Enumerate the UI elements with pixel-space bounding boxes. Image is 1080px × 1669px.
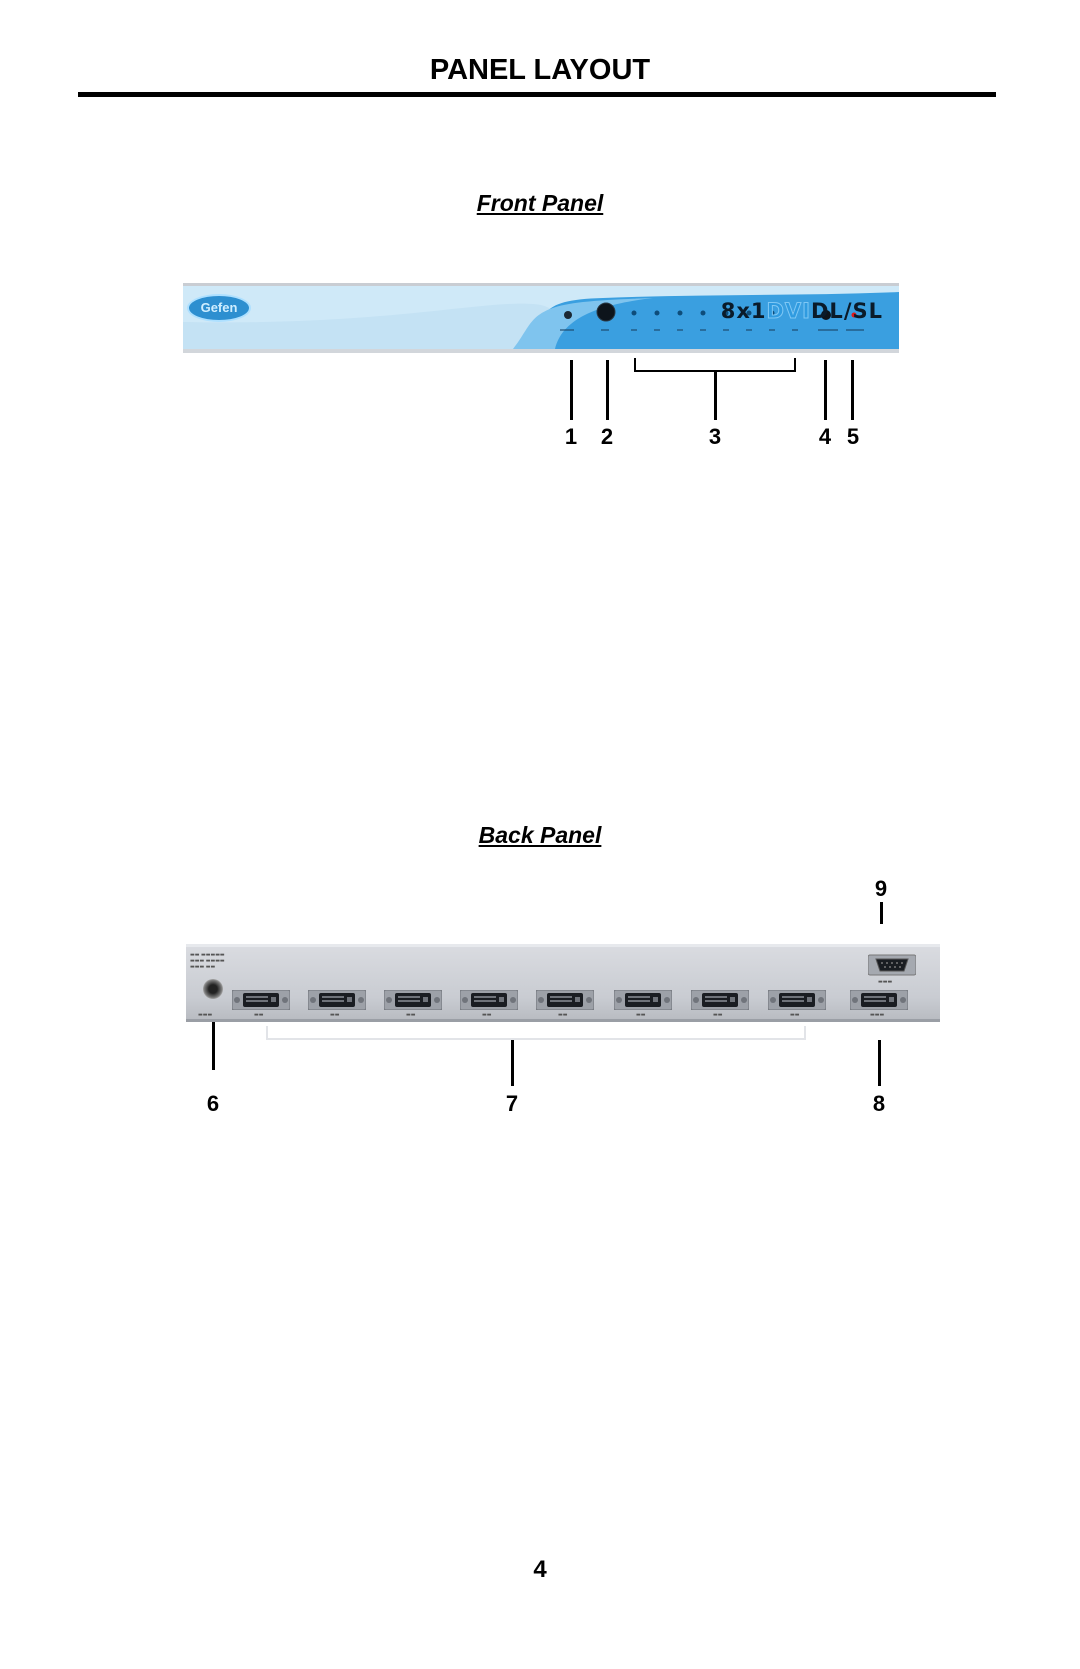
callout-number: 7 bbox=[505, 1091, 519, 1116]
port-label: ▬▬▬ bbox=[198, 1012, 213, 1018]
port-label: ▬▬ bbox=[406, 1012, 416, 1018]
model-suffix: DL/SL bbox=[811, 299, 883, 323]
port-label: ▬▬ bbox=[713, 1012, 723, 1018]
callout-line-3 bbox=[714, 370, 717, 420]
callout-line-1 bbox=[570, 360, 573, 420]
rs232-label: ▬▬▬ bbox=[878, 979, 893, 985]
callout-line-5 bbox=[851, 360, 854, 420]
power-jack-icon bbox=[203, 979, 223, 999]
dvi-connector-icon bbox=[384, 990, 442, 1010]
callout-line-6 bbox=[212, 1022, 215, 1070]
callout-number: 4 bbox=[818, 424, 832, 449]
back-panel-image: ▬▬ ▬▬▬▬▬▬▬▬ ▬▬▬▬▬▬▬ ▬▬ ▬▬▬ ▬▬ ▬▬ ▬▬ ▬▬ ▬… bbox=[186, 944, 940, 1022]
callout-number: 8 bbox=[872, 1091, 886, 1116]
model-dvi: DVI bbox=[766, 299, 811, 324]
port-label: ▬▬ bbox=[330, 1012, 340, 1018]
callout-bracket-7 bbox=[266, 1026, 806, 1040]
ir-sensor-icon bbox=[564, 311, 572, 319]
dvi-connector-icon bbox=[691, 990, 749, 1010]
dvi-connector-icon bbox=[232, 990, 290, 1010]
callout-line-8 bbox=[878, 1040, 881, 1086]
led-indicator-icon bbox=[851, 312, 857, 318]
port-label: ▬▬ bbox=[254, 1012, 264, 1018]
callout-number: 5 bbox=[846, 424, 860, 449]
port-label: ▬▬ bbox=[790, 1012, 800, 1018]
callout-line-2 bbox=[606, 360, 609, 420]
front-panel-image: Gefen 8x1DVIDL/SL bbox=[183, 283, 899, 353]
port-label: ▬▬ bbox=[558, 1012, 568, 1018]
dvi-connector-icon bbox=[460, 990, 518, 1010]
port-label: ▬▬▬ bbox=[870, 1012, 885, 1018]
front-panel-graphic bbox=[183, 286, 899, 349]
callout-number: 1 bbox=[564, 424, 578, 449]
port-label: ▬▬ bbox=[636, 1012, 646, 1018]
callout-number: 2 bbox=[600, 424, 614, 449]
back-panel-fine-print: ▬▬ ▬▬▬▬▬▬▬▬ ▬▬▬▬▬▬▬ ▬▬ bbox=[190, 952, 225, 970]
dvi-connector-icon bbox=[308, 990, 366, 1010]
model-name: 8x1DVIDL/SL bbox=[720, 299, 883, 324]
callout-line-4 bbox=[824, 360, 827, 420]
dvi-connector-icon bbox=[614, 990, 672, 1010]
callout-line-7 bbox=[511, 1040, 514, 1086]
push-button-icon bbox=[596, 302, 616, 322]
back-panel-heading: Back Panel bbox=[478, 822, 602, 848]
lock-button-icon bbox=[821, 310, 831, 320]
page-number: 4 bbox=[533, 1556, 547, 1583]
dvi-connector-icon bbox=[536, 990, 594, 1010]
rs232-connector-icon bbox=[868, 954, 916, 976]
dvi-connector-icon bbox=[850, 990, 908, 1010]
brand-logo: Gefen bbox=[187, 294, 251, 322]
dvi-connector-icon bbox=[768, 990, 826, 1010]
led-row bbox=[631, 310, 798, 316]
callout-line-9 bbox=[880, 902, 883, 924]
callout-number: 6 bbox=[206, 1091, 220, 1116]
callout-number: 3 bbox=[708, 424, 722, 449]
title-rule bbox=[78, 92, 996, 97]
page-title: PANEL LAYOUT bbox=[429, 54, 651, 86]
port-label: ▬▬ bbox=[482, 1012, 492, 1018]
model-prefix: 8x1 bbox=[720, 299, 767, 323]
front-panel-heading: Front Panel bbox=[476, 190, 604, 216]
callout-number: 9 bbox=[874, 876, 888, 901]
